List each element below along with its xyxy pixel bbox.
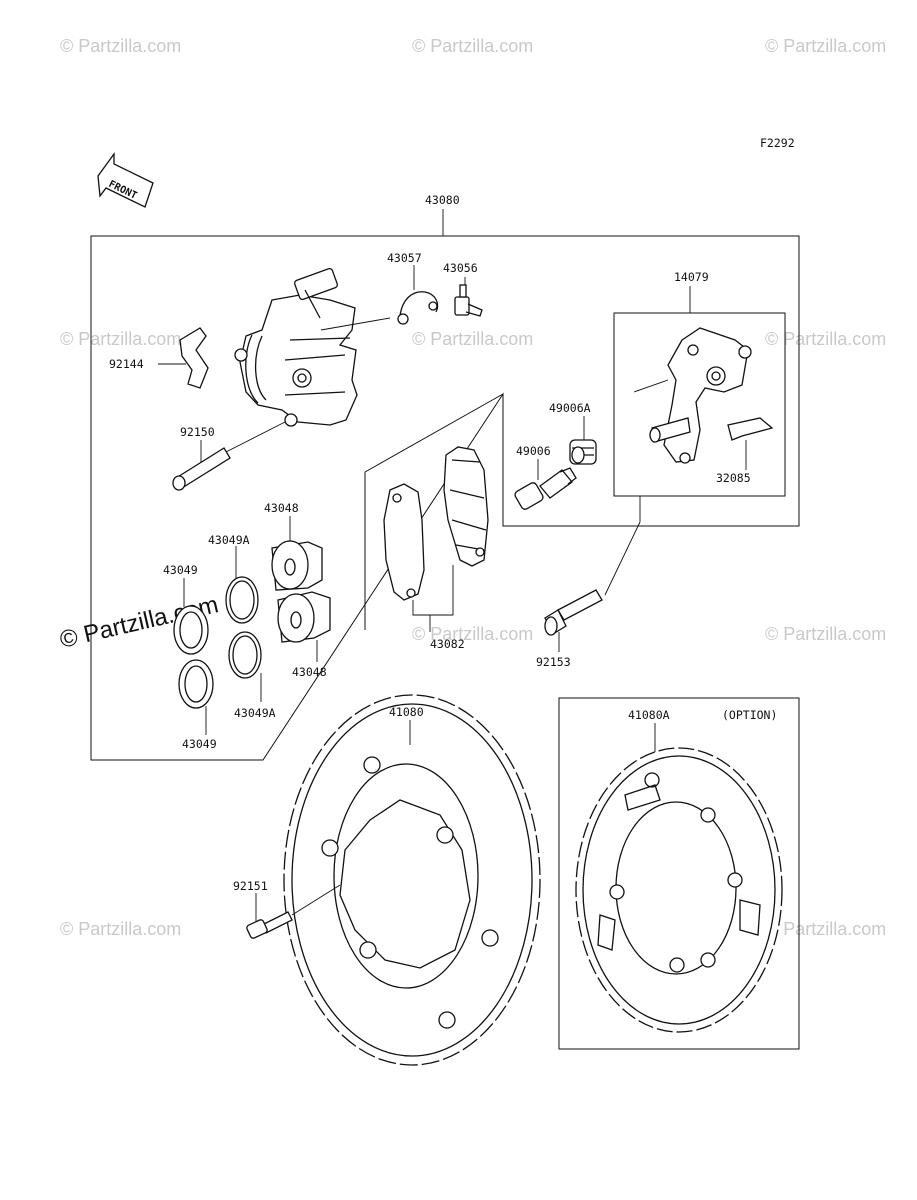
watermark: © Partzilla.com [412, 36, 533, 56]
part-label[interactable]: 41080 [389, 705, 424, 719]
brake-disc-part: 41080 [283, 694, 541, 1066]
part-label[interactable]: 92144 [109, 357, 144, 371]
part-label[interactable]: 43056 [443, 261, 478, 275]
part-label[interactable]: 41080A [628, 708, 670, 722]
bracket-bolt-part: 92153 [536, 496, 641, 669]
disc-bolt-part: 92151 [233, 879, 341, 939]
caliper-body [234, 267, 391, 427]
part-label[interactable]: 92151 [233, 879, 268, 893]
bleeder-part: 43056 [443, 261, 483, 317]
diagram-code: F2292 [760, 136, 795, 150]
watermark: © Partzilla.com [60, 919, 181, 939]
pad-spring-part: 92144 [109, 327, 209, 389]
watermark: © Partzilla.com [765, 919, 886, 939]
watermark: © Partzilla.com [765, 624, 886, 644]
option-disc-frame [558, 697, 800, 1050]
part-label[interactable]: 49006 [516, 444, 551, 458]
caliper-assembly-frame [90, 235, 800, 761]
part-label[interactable]: 14079 [674, 270, 709, 284]
piston-upper-part: 43048 [264, 501, 323, 591]
watermark: © Partzilla.com [765, 329, 886, 349]
piston-lower-part: 43048 [277, 591, 331, 679]
pad-set-part: 43082 [364, 393, 504, 651]
watermark: © Partzilla.com [60, 36, 181, 56]
part-label[interactable]: 43049A [234, 706, 276, 720]
watermark: © Partzilla.com [412, 624, 533, 644]
watermark: © Partzilla.com [765, 36, 886, 56]
brake-disc-option-part: 41080A [575, 708, 783, 1033]
part-label[interactable]: 43048 [292, 665, 327, 679]
boot-a-part: 49006A [549, 401, 597, 465]
part-label[interactable]: 92150 [180, 425, 215, 439]
caliper-bracket-part [633, 327, 752, 464]
watermark: © Partzilla.com [60, 329, 181, 349]
front-arrow-icon: FRONT [97, 152, 154, 208]
part-label[interactable]: 49006A [549, 401, 591, 415]
slide-pin-part: 92150 [172, 421, 286, 491]
seal-lower-part: 43049 [178, 659, 217, 751]
bracket-frame [613, 312, 786, 497]
part-label[interactable]: 43057 [387, 251, 422, 265]
seal-upper-part: 43049 [163, 563, 209, 655]
part-label[interactable]: 92153 [536, 655, 571, 669]
clip-part: 43057 [387, 251, 439, 325]
part-label[interactable]: 43049 [182, 737, 217, 751]
part-label[interactable]: 43048 [264, 501, 299, 515]
part-label[interactable]: 43082 [430, 637, 465, 651]
part-label[interactable]: 32085 [716, 471, 751, 485]
seal-a-upper-part: 43049A [208, 533, 259, 624]
bracket-plate-part: 32085 [716, 417, 774, 485]
part-label[interactable]: 43049A [208, 533, 250, 547]
seal-a-lower-part: 43049A [228, 631, 276, 720]
option-label: (OPTION) [722, 708, 777, 722]
boot-part: 49006 [514, 444, 577, 510]
part-label[interactable]: 43080 [425, 193, 460, 207]
part-label[interactable]: 43049 [163, 563, 198, 577]
watermark: © Partzilla.com [412, 329, 533, 349]
